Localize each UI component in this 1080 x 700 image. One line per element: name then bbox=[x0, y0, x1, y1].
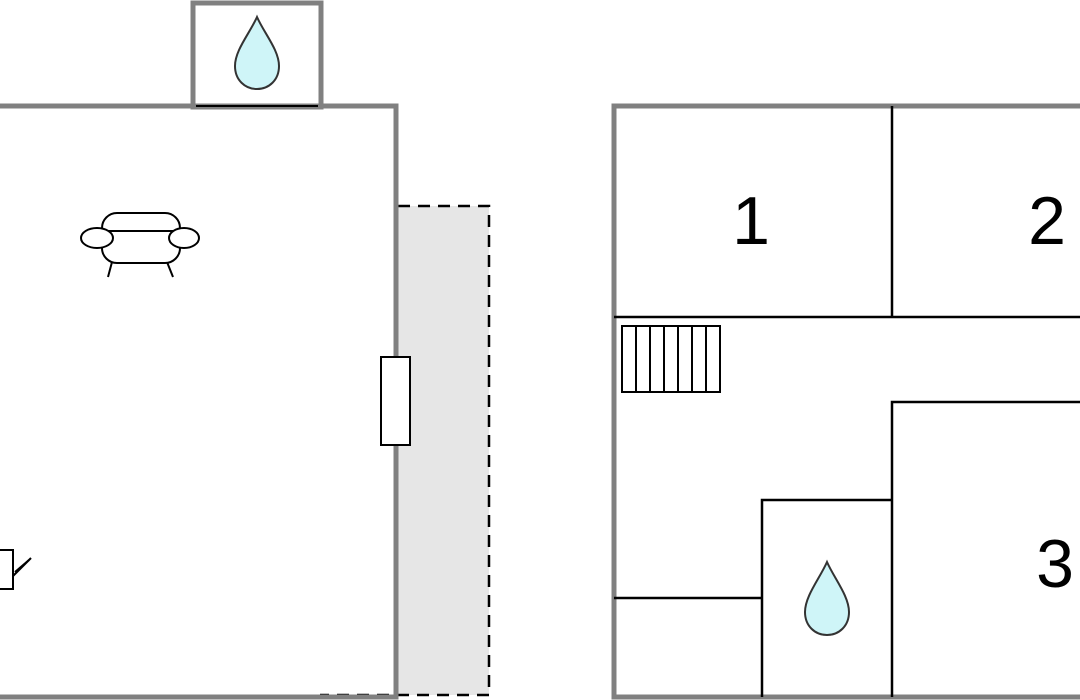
first-floor: 1 2 3 bbox=[611, 103, 1080, 700]
interior-walls bbox=[614, 106, 1080, 697]
ground-floor-walls bbox=[0, 103, 399, 700]
armchair-icon bbox=[80, 212, 200, 278]
water-drop-icon bbox=[803, 559, 851, 637]
room-label-2: 2 bbox=[1028, 183, 1066, 259]
water-drop-icon bbox=[233, 14, 281, 91]
first-floor-walls bbox=[611, 103, 1080, 700]
stairs-icon bbox=[621, 325, 721, 393]
kettle-icon bbox=[0, 549, 32, 590]
ground-floor bbox=[0, 0, 491, 700]
room-label-1: 1 bbox=[732, 183, 770, 259]
terrace bbox=[398, 206, 489, 695]
door-icon bbox=[380, 356, 411, 446]
terrace-outline bbox=[320, 204, 491, 697]
room-label-3: 3 bbox=[1036, 526, 1074, 602]
